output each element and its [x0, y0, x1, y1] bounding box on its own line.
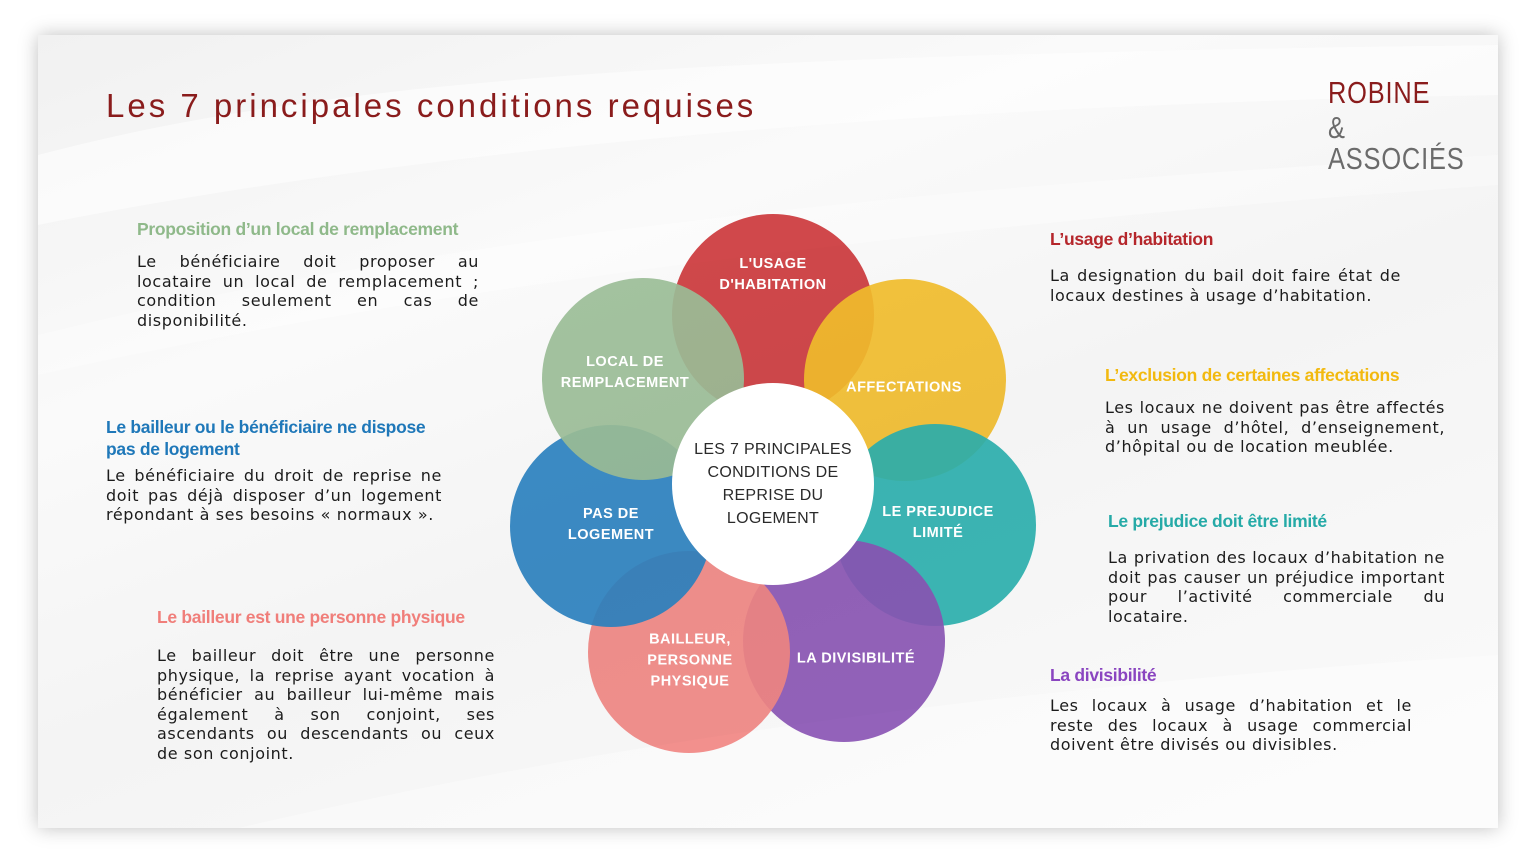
block-local-remplacement: Proposition d’un local de remplacement L… [137, 218, 479, 330]
petal-label-usage-habitation: L'USAGE D'HABITATION [719, 256, 827, 293]
petal-label-prejudice: LE PREJUDICE LIMITÉ [882, 504, 994, 541]
petal-label-bailleur: BAILLEUR, PERSONNE PHYSIQUE [647, 631, 733, 690]
petal-label-affectations: AFFECTATIONS [846, 379, 962, 396]
block-divisibilite: La divisibilité Les locaux à usage d’hab… [1050, 664, 1412, 755]
block-text: Les locaux ne doivent pas être affectés … [1105, 398, 1445, 456]
block-personne-physique: Le bailleur est une personne physique Le… [157, 606, 495, 763]
flower-diagram: LES 7 PRINCIPALES CONDITIONS DE REPRISE … [38, 35, 1498, 828]
block-heading: L’exclusion de certaines affectations [1105, 365, 1400, 385]
block-text: Le bénéficiaire du droit de reprise ne d… [106, 466, 442, 524]
block-heading: Le bailleur ou le bénéficiaire ne dispos… [106, 417, 426, 459]
company-logo: ROBINE & ASSOCIÉS [1328, 77, 1498, 174]
block-prejudice: Le prejudice doit être limité La privati… [1108, 510, 1445, 626]
petal-label-divisibilite: LA DIVISIBILITÉ [796, 650, 916, 667]
block-heading: Le prejudice doit être limité [1108, 511, 1327, 531]
center-circle [672, 383, 874, 585]
block-heading: La divisibilité [1050, 665, 1157, 685]
petal-label-pas-de-logement: PAS DE LOGEMENT [567, 506, 655, 543]
flower-svg [510, 214, 1036, 753]
block-pas-de-logement: Le bailleur ou le bénéficiaire ne dispos… [106, 416, 442, 525]
block-text: Le bénéficiaire doit proposer au locatai… [137, 252, 479, 330]
block-usage-habitation: L’usage d’habitation La designation du b… [1050, 228, 1401, 305]
block-heading: Proposition d’un local de remplacement [137, 219, 459, 239]
block-heading: L’usage d’habitation [1050, 229, 1214, 249]
petal-label-local-remplacement: LOCAL DE REMPLACEMENT [560, 354, 690, 391]
center-label: LES 7 PRINCIPALES CONDITIONS DE REPRISE … [694, 441, 852, 527]
block-heading: Le bailleur est une personne physique [157, 607, 465, 627]
block-text: Les locaux à usage d’habitation et le re… [1050, 696, 1412, 754]
block-text: Le bailleur doit être une personne physi… [157, 646, 495, 763]
page-title: Les 7 principales conditions requises [106, 87, 757, 124]
block-affectations: L’exclusion de certaines affectations Le… [1105, 364, 1445, 457]
logo-line-1: ROBINE [1328, 75, 1431, 110]
petal-divisibilite [743, 540, 945, 742]
logo-line-2: & ASSOCIÉS [1328, 110, 1465, 176]
slide: Les 7 principales conditions requises RO… [38, 35, 1498, 828]
block-text: La designation du bail doit faire état d… [1050, 266, 1401, 305]
block-text: La privation des locaux d’habitation ne … [1108, 548, 1445, 626]
